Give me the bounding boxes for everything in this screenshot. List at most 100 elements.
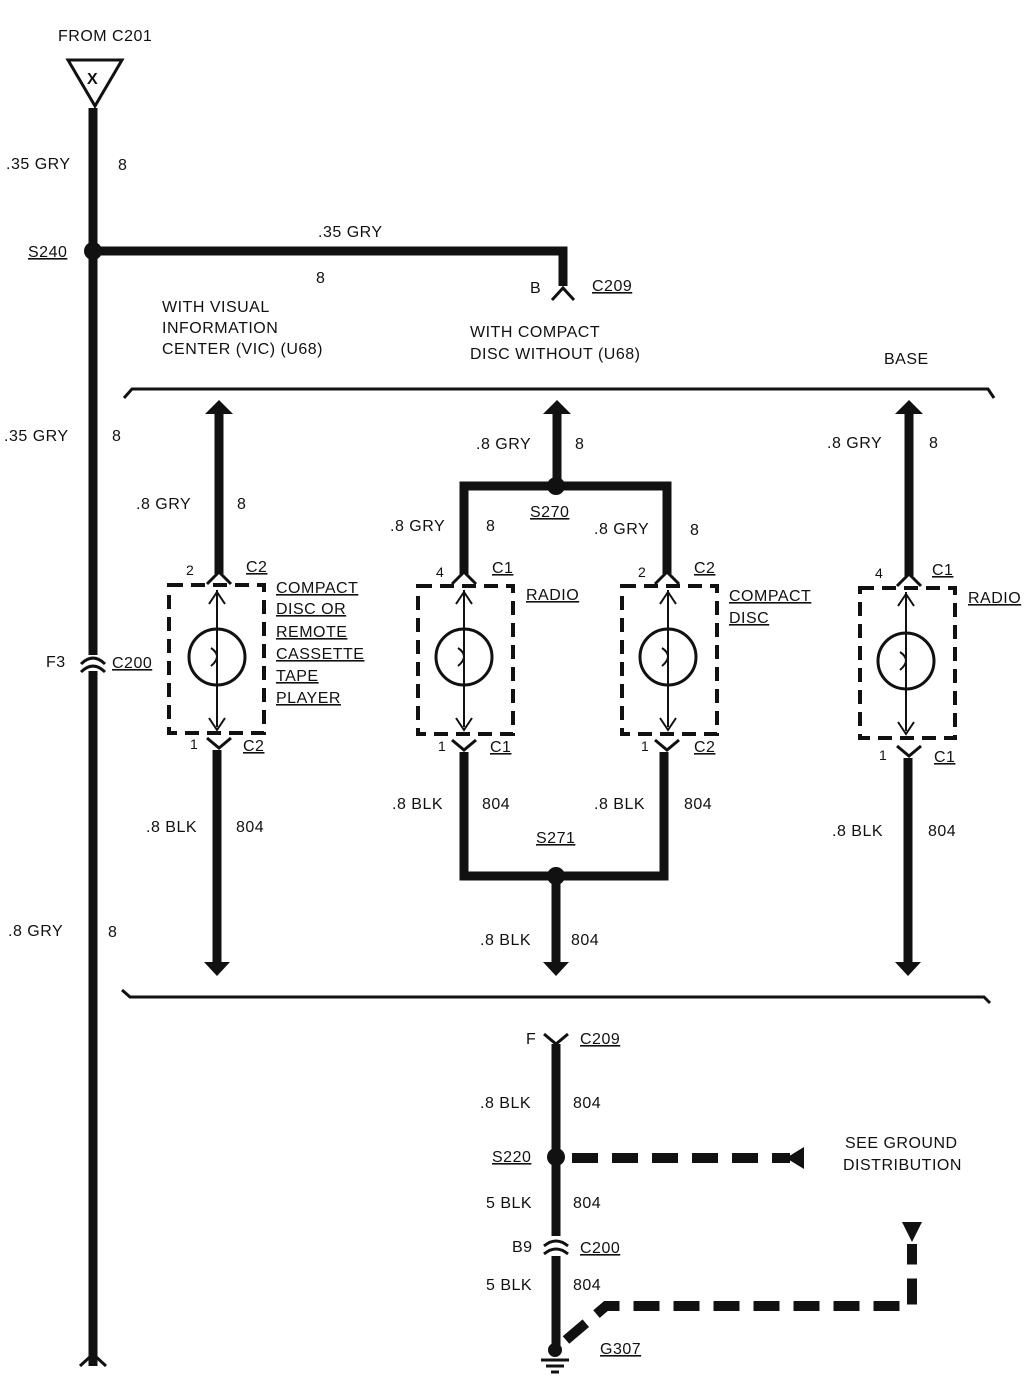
left-mid-circuit: 8	[112, 428, 121, 445]
options-bottom-bracket	[121, 988, 992, 1005]
c209-pin-label: B	[530, 280, 541, 297]
c209-bottom-connector	[543, 1032, 569, 1046]
col1-device-line-3: REMOTE	[276, 624, 347, 641]
col1-pin-bot: 1	[190, 736, 198, 752]
left-low-wire-label: .8 GRY	[8, 923, 63, 940]
col2-cd-pin-bot: 1	[641, 738, 649, 754]
col2-top-split-wire	[459, 481, 672, 574]
col1-device-label: COMPACT DISC OR REMOTE CASSETTE TAPE PLA…	[276, 580, 364, 707]
col2-cd-conn-top: C2	[694, 560, 715, 577]
col2-radio-conn-bot: C1	[490, 739, 511, 756]
col2-cd-arrows	[659, 590, 677, 732]
see-ground-distribution: SEE GROUND DISTRIBUTION	[843, 1135, 962, 1174]
option-base-label: BASE	[884, 351, 929, 368]
ground-circuit2: 804	[573, 1195, 601, 1212]
branch-wire	[93, 246, 568, 286]
branch-wire-label: .35 GRY	[318, 224, 383, 241]
svg-text:CENTER (VIC) (U68): CENTER (VIC) (U68)	[162, 341, 323, 358]
g307-node	[548, 1343, 562, 1357]
ground-circuit3: 804	[573, 1277, 601, 1294]
source-triangle	[65, 58, 125, 109]
splice-s271-label: S271	[536, 830, 575, 847]
col2-right-wire-label: .8 GRY	[594, 521, 649, 538]
col1-device-box	[167, 583, 266, 735]
splice-s270	[547, 477, 565, 495]
col1-device-line-1: COMPACT	[276, 580, 358, 597]
col3-bot-connector	[896, 744, 922, 758]
col2-radio-box	[416, 584, 515, 736]
svg-text:DISC WITHOUT (U68): DISC WITHOUT (U68)	[470, 346, 640, 363]
col2-left-bot-wire-label: .8 BLK	[392, 796, 443, 813]
col1-device-arrows	[208, 590, 226, 732]
col2-arrow-up	[543, 400, 571, 414]
ground-circuit1: 804	[573, 1095, 601, 1112]
col1-bot-connector	[206, 736, 232, 750]
col3-device-box	[858, 586, 957, 740]
col1-conn-bot: C2	[243, 738, 264, 755]
c200-label: C200	[112, 655, 152, 672]
c200-ground-conn-top	[543, 1239, 569, 1248]
option-cd-label: WITH COMPACT DISC WITHOUT (U68)	[470, 324, 640, 363]
col1-pin-top: 2	[186, 562, 194, 578]
col3-conn-bot: C1	[934, 749, 955, 766]
col2-cd-bot-connector	[654, 738, 680, 752]
col2-radio-pin-bot: 1	[438, 738, 446, 754]
col2-radio-conn-top: C1	[492, 560, 513, 577]
col3-radio-label: RADIO	[968, 590, 1021, 607]
col3-pin-bot: 1	[879, 747, 887, 763]
col1-top-connector	[205, 569, 233, 586]
col3-top-circuit: 8	[929, 435, 938, 452]
col1-bot-wire-label: .8 BLK	[146, 819, 197, 836]
col2-top-circuit: 8	[575, 436, 584, 453]
col1-bot-circuit: 804	[236, 819, 264, 836]
col2-arrow-down	[543, 962, 569, 976]
col3-arrow-down	[895, 962, 921, 976]
col2-cd-top-connector	[653, 569, 681, 586]
col1-device-line-5: TAPE	[276, 668, 319, 685]
ground-dashed-shield	[562, 1244, 917, 1344]
cd-line-2: DISC WITHOUT (U68)	[470, 346, 640, 363]
left-top-circuit: 8	[118, 157, 127, 174]
col2-radio-top-connector	[450, 569, 478, 586]
col1-top-circuit: 8	[237, 496, 246, 513]
col1-arrow-up	[205, 400, 233, 414]
col1-device-line-6: PLAYER	[276, 690, 341, 707]
svg-text:WITH COMPACT: WITH COMPACT	[470, 324, 600, 341]
splice-s240-label: S240	[28, 244, 67, 261]
svg-text:INFORMATION: INFORMATION	[162, 320, 278, 337]
col3-top-connector	[895, 571, 923, 588]
left-low-circuit: 8	[108, 924, 117, 941]
c209-top-label: C209	[592, 278, 632, 295]
col2-left-wire-label: .8 GRY	[390, 518, 445, 535]
col3-conn-top: C1	[932, 562, 953, 579]
col3-top-wire-label: .8 GRY	[827, 435, 882, 452]
col2-left-bot-circuit: 804	[482, 796, 510, 813]
col2-cd-label-line-1: COMPACT	[729, 588, 811, 605]
col3-bot-wire-label: .8 BLK	[832, 823, 883, 840]
source-symbol: X	[87, 71, 98, 88]
col3-arrow-up	[895, 400, 923, 414]
col1-conn-top: C2	[246, 559, 267, 576]
c200-ground-pin: B9	[512, 1239, 533, 1256]
col2-cd-pin-top: 2	[638, 564, 646, 580]
svg-text:WITH VISUAL: WITH VISUAL	[162, 299, 270, 316]
from-label: FROM C201	[58, 28, 152, 45]
col3-bot-circuit: 804	[928, 823, 956, 840]
shield-ground-arrow	[902, 1222, 922, 1242]
left-wire-end	[78, 1351, 108, 1368]
branch-circuit: 8	[316, 270, 325, 287]
c200-connector-top	[79, 656, 107, 666]
svg-text:SEE GROUND: SEE GROUND	[845, 1135, 958, 1152]
c209-bottom-pin: F	[526, 1031, 536, 1048]
see-line-2: DISTRIBUTION	[843, 1157, 962, 1174]
see-line-1: SEE GROUND	[845, 1135, 958, 1152]
c200-pin-label: F3	[46, 654, 66, 671]
col2-bot-wire-label: .8 BLK	[480, 932, 531, 949]
left-top-wire-label: .35 GRY	[6, 156, 71, 173]
ground-section: F C209 .8 BLK 804 S220 SEE GROUND DISTRI…	[480, 1031, 962, 1374]
col2-radio-pin-top: 4	[436, 564, 444, 580]
left-mid-wire-label: .35 GRY	[4, 428, 69, 445]
col2-top-wire-label: .8 GRY	[476, 436, 531, 453]
svg-text:DISTRIBUTION: DISTRIBUTION	[843, 1157, 962, 1174]
